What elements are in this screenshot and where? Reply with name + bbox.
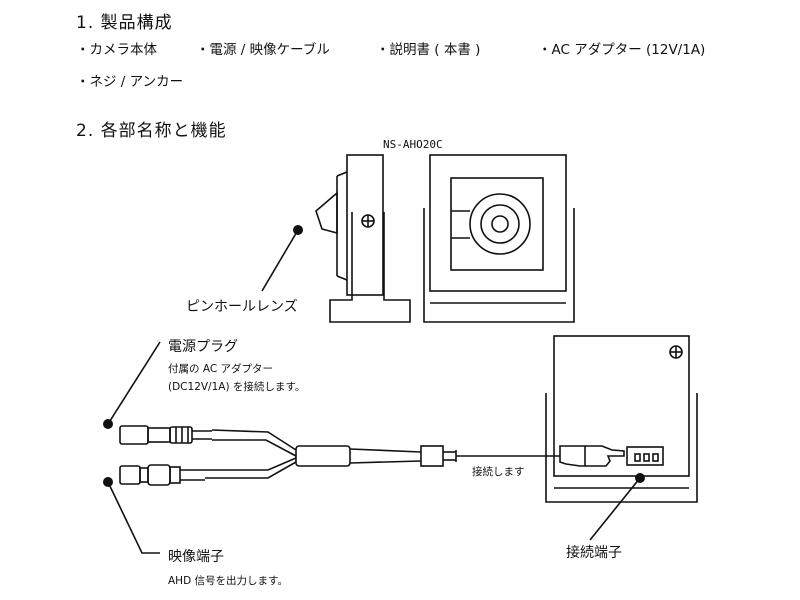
pointing-hand-icon	[559, 445, 625, 467]
list-item: ・説明書 ( 本書 )	[376, 42, 481, 58]
leader-line	[589, 477, 641, 541]
leader-line	[107, 341, 161, 425]
connection-terminal-label: 接続端子	[566, 545, 622, 561]
camera-front-view	[423, 154, 575, 323]
list-item: ・電源 / 映像ケーブル	[196, 42, 330, 58]
video-terminal-desc: AHD 信号を出力します。	[168, 575, 288, 587]
camera-side-view	[315, 154, 411, 323]
list-item: ・カメラ本体	[76, 42, 157, 58]
marker-dot	[293, 225, 303, 235]
model-number: NS-AHO20C	[383, 138, 443, 151]
section2-title: 2. 各部名称と機能	[76, 121, 227, 141]
video-bnc-plug	[119, 464, 205, 486]
power-plug-title: 電源プラグ	[168, 339, 238, 355]
connect-text: 接続します	[472, 466, 525, 478]
section1-title: 1. 製品構成	[76, 13, 173, 33]
cable-connector	[420, 445, 457, 467]
marker-dot	[103, 419, 113, 429]
power-plug-desc: 付属の AC アダプター	[168, 363, 274, 375]
list-item: ・AC アダプター (12V/1A)	[538, 42, 706, 58]
list-item: ・ネジ / アンカー	[76, 74, 184, 90]
leader-line	[107, 481, 160, 554]
cable-splitter	[295, 445, 351, 467]
power-plug	[119, 425, 212, 445]
camera-rear-view	[545, 335, 698, 503]
video-terminal-title: 映像端子	[168, 549, 224, 565]
marker-dot	[635, 473, 645, 483]
marker-dot	[103, 477, 113, 487]
leader-line	[261, 229, 299, 292]
power-plug-desc: (DC12V/1A) を接続します。	[168, 381, 306, 393]
pinhole-lens-label: ピンホールレンズ	[186, 299, 298, 315]
